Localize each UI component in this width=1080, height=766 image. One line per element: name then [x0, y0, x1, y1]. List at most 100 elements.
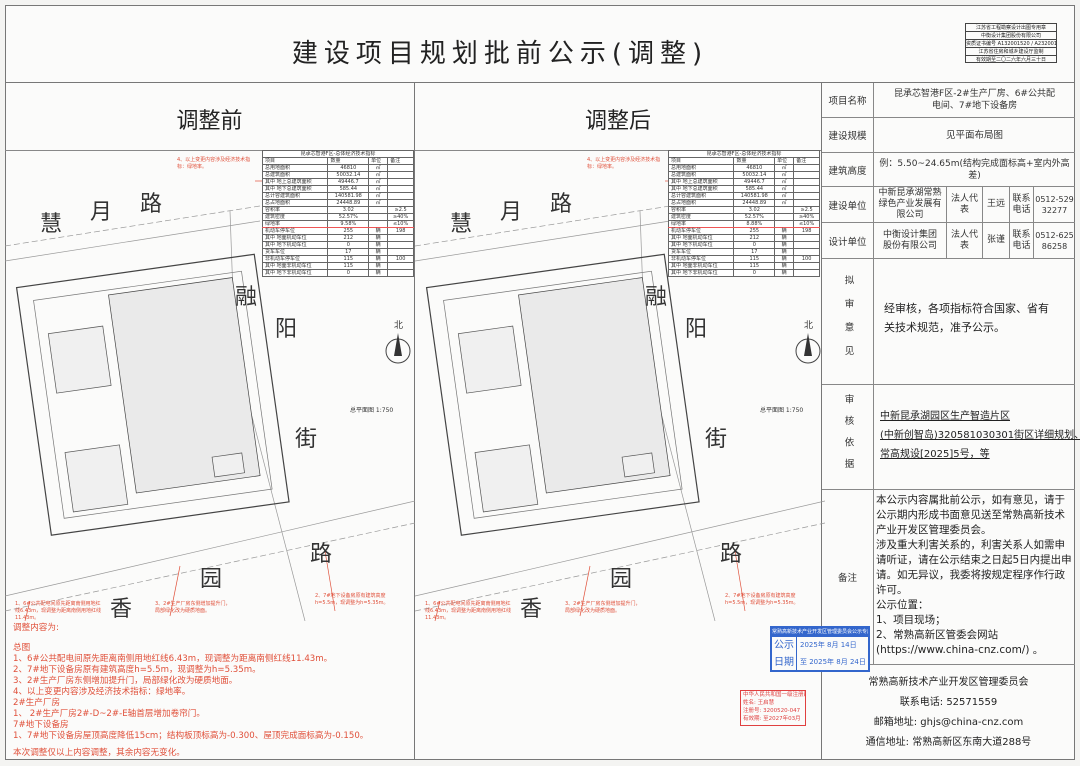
table-cell: ≥2.5 [793, 206, 820, 214]
table-cell: 52.57% [733, 213, 776, 221]
page-title: 建设项目规划批前公示(调整) [291, 39, 709, 69]
road-label: 月 [90, 200, 113, 225]
table-cell: 建筑密度 [261, 213, 329, 221]
table-cell [387, 185, 414, 193]
table-cell: 其中 地下非机动车位 [261, 269, 329, 277]
road-label: 路 [310, 542, 333, 567]
building-2 [108, 277, 261, 494]
table-cell: 辆 [774, 269, 795, 277]
road-label: 慧 [40, 212, 63, 237]
table-cell: 49446.7 [327, 178, 370, 186]
designer-rep: 张谨 [983, 223, 1010, 258]
label: 项目名称 [822, 83, 874, 117]
table-cell: 52.57% [327, 213, 370, 221]
table-cell: 总占地面积 [667, 199, 735, 207]
site-boundary [425, 253, 700, 536]
building-2 [518, 277, 671, 494]
remark-text: 本公示内容属批前公示，如有意见，请于公示期内形成书面意见送至常熟高新技术产业开发… [876, 494, 1065, 536]
table-cell: 辆 [774, 248, 795, 256]
table-cell [387, 164, 414, 172]
scale-label: 总平面图 1:750 [760, 407, 804, 414]
table-cell: 容积率 [667, 206, 735, 214]
label: 备注 [822, 490, 874, 664]
site-plan-drawing [414, 180, 826, 622]
website-link[interactable]: (https://www.china-cnz.com/) 。 [876, 644, 1044, 656]
table-header: 项目 [667, 157, 735, 165]
label: 联系电话 [1010, 223, 1034, 258]
title-bar: 建设项目规划批前公示(调整) [5, 5, 1075, 83]
table-cell: 17 [733, 248, 776, 256]
stamp-line: 资质证书编号 A132001520 / A232001520 [966, 40, 1056, 48]
road-label: 路 [720, 542, 743, 567]
table-cell: 198 [793, 227, 820, 235]
plan-annotation: 3、2#生产厂房东侧增加提升门，局部绿化改为硬质地面。 [155, 601, 231, 614]
label: 法人代表 [947, 223, 983, 258]
label: 联系电话 [1010, 187, 1034, 222]
road-edge [414, 522, 826, 612]
table-cell: 其中 地面机动车位 [667, 234, 735, 242]
table-cell: 容积率 [261, 206, 329, 214]
stamp-line: 注册号: 3200520-047 [743, 708, 801, 714]
road-label: 路 [140, 192, 163, 217]
table-cell: ㎡ [368, 164, 389, 172]
remark-text: 2、常熟高新区管委会网站 [876, 629, 999, 641]
contact-email[interactable]: 邮箱地址: ghjs@china-cnz.com [873, 717, 1024, 728]
table-cell: ㎡ [368, 178, 389, 186]
table-cell [387, 178, 414, 186]
notes-section-title: 7#地下设备房 [13, 720, 69, 730]
table-cell: ㎡ [368, 192, 389, 200]
road-edge [414, 500, 826, 597]
plan-annotation: 1、6#公共配电间原先距离南侧用地红线6.43m，现调整为距离南侧用地红线11.… [425, 601, 512, 621]
table-cell: 198 [387, 227, 414, 235]
table-cell: 货车车位 [261, 248, 329, 256]
row-designer: 设计单位 中衡设计集团股份有限公司 法人代表 张谨 联系电话 0512-6258… [822, 223, 1075, 259]
road-label: 街 [705, 427, 728, 452]
stamp-line: 有效期: 至2027年03月 [743, 716, 801, 722]
plan-annotation: 4、以上变更内容涉及经济技术指标：绿地率。 [587, 157, 661, 170]
table-cell: ㎡ [368, 171, 389, 179]
table-cell: 17 [327, 248, 370, 256]
plan-annotation: 3、2#生产厂房东侧增加提升门，局部绿化改为硬质地面。 [565, 601, 641, 614]
table-header: 单位 [774, 157, 795, 165]
building-1 [47, 325, 112, 394]
site-plan-drawing [4, 180, 416, 622]
project-info-column: 项目名称 昆承芯智港F区-2#生产厂房、6#公共配电间、7#地下设备房 建设规模… [822, 83, 1080, 760]
table-cell: 255 [733, 227, 776, 235]
table-cell: 212 [327, 234, 370, 242]
table-cell: 非机动车停车位 [261, 255, 329, 263]
table-cell [774, 206, 795, 214]
table-cell: 0 [327, 269, 370, 277]
table-cell: 255 [327, 227, 370, 235]
builder-name: 中新昆承湖常熟绿色产业发展有限公司 [874, 187, 947, 222]
road-label: 香 [520, 597, 543, 622]
table-cell: 585.44 [327, 185, 370, 193]
table-cell: 总用地面积 [261, 164, 329, 172]
table-header: 数量 [327, 157, 370, 165]
label: 法人代表 [947, 187, 983, 222]
table-cell: 非机动车停车位 [667, 255, 735, 263]
table-cell: 585.44 [733, 185, 776, 193]
table-cell: 机动车停车位 [667, 227, 735, 235]
publication-end: 至 2025年 8月 24日 [800, 658, 866, 666]
table-cell: 50032.14 [733, 171, 776, 179]
table-cell: ≤10% [793, 220, 820, 228]
table-cell: 其中 地面非机动车位 [261, 262, 329, 270]
road-edge [414, 220, 671, 262]
table-cell: 3.02 [327, 206, 370, 214]
table-cell: 总建筑面积 [261, 171, 329, 179]
table-cell: ㎡ [774, 178, 795, 186]
table-cell: 115 [327, 255, 370, 263]
label: 建设规模 [822, 118, 874, 152]
